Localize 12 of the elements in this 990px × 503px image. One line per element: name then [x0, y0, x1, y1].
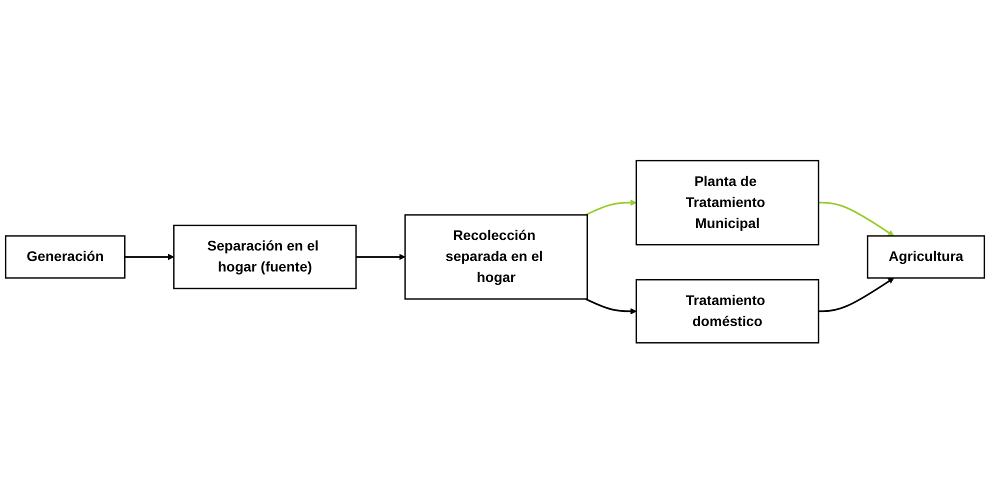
arrow	[124, 254, 174, 260]
node-box: Separación en el hogar (fuente)	[173, 224, 357, 289]
node-box: Generación	[4, 235, 126, 278]
arrow	[818, 202, 894, 236]
node-box: Tratamiento doméstico	[636, 278, 820, 344]
node-box: Agricultura	[866, 235, 986, 278]
arrow	[585, 298, 637, 314]
arrow	[818, 278, 894, 312]
node-box: Recolección separada en el hogar	[404, 214, 588, 300]
node-box: Planta de Tratamiento Municipal	[636, 160, 820, 246]
arrow	[585, 199, 637, 216]
arrow	[356, 254, 406, 260]
